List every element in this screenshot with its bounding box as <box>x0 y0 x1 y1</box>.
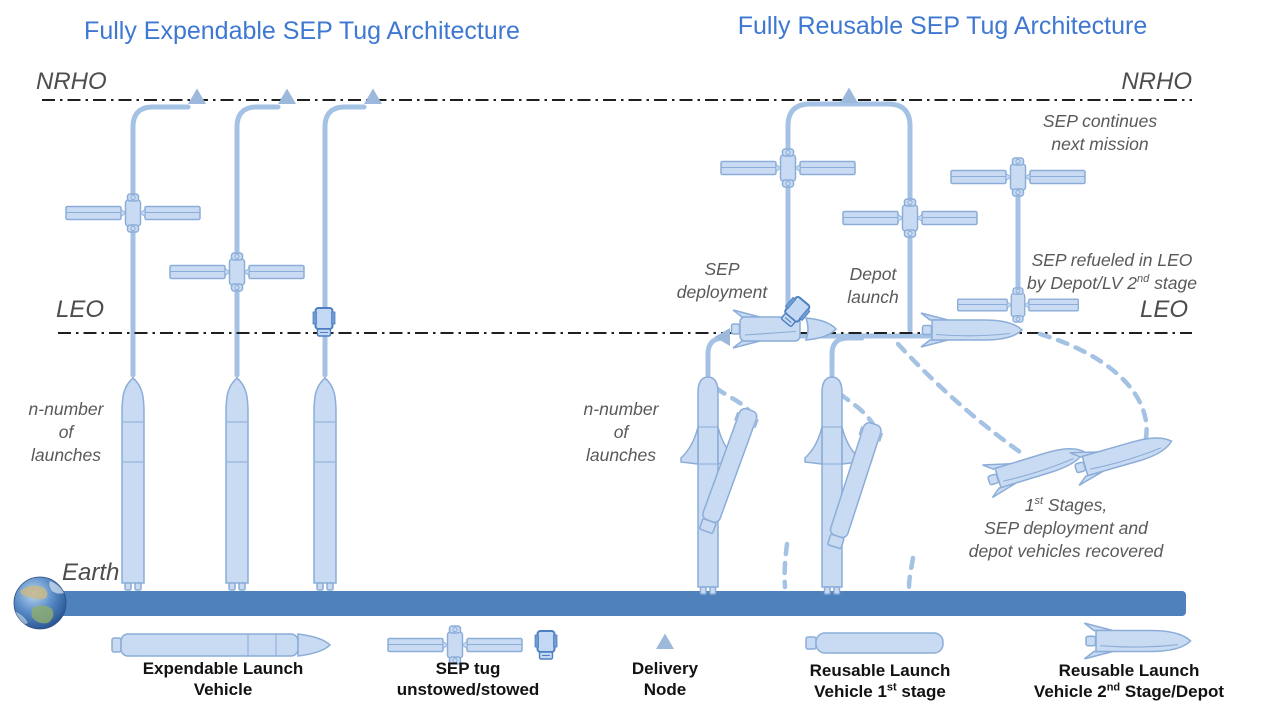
leo-insertion-arrow <box>714 328 730 346</box>
legend-label-reusable-second-stage: Reusable Launch Vehicle 2nd Stage/Depot <box>1013 660 1245 702</box>
legend-delivery-node-icon <box>656 633 674 649</box>
depot-launch-note: Depot launch <box>813 263 933 309</box>
note-line: depot vehicles recovered <box>968 541 1164 561</box>
note-line: SEP <box>704 259 740 279</box>
legend-line: Reusable Launch <box>809 661 951 680</box>
trajectory-expendable-2 <box>234 104 281 378</box>
legend-line: unstowed/stowed <box>396 680 540 699</box>
legend-line: stage <box>896 682 946 701</box>
recovered-note: 1st Stages, SEP deployment and depot veh… <box>946 494 1186 563</box>
recovery-arc-booster-2 <box>837 391 877 429</box>
sep-tug-unstowed-icon <box>65 193 201 233</box>
legend-reusable-first-stage-icon <box>805 632 944 654</box>
legend-line: Stage/Depot <box>1120 682 1225 701</box>
sep-deployment-note: SEP deployment <box>652 258 792 304</box>
left-diagram-title: Fully Expendable SEP Tug Architecture <box>84 17 520 45</box>
legend-label-delivery-node: Delivery Node <box>575 658 755 700</box>
earth-globe <box>13 576 67 630</box>
legend-line: Vehicle <box>193 680 253 699</box>
legend-expendable-lv-icon <box>111 633 332 657</box>
legend-label-sep-tug: SEP tug unstowed/stowed <box>368 658 568 700</box>
legend-line: Reusable Launch <box>1058 661 1200 680</box>
note-line: n-number <box>28 399 104 419</box>
note-line: SEP continues <box>1042 111 1158 131</box>
delivery-node-icon <box>840 87 858 103</box>
earth-bar <box>55 591 1186 616</box>
legend-label-expendable-lv: Expendable Launch Vehicle <box>123 658 323 700</box>
expendable-launch-vehicle-2 <box>225 377 249 591</box>
recovered-second-stage-1 <box>981 434 1090 499</box>
legend-reusable-second-stage-icon <box>1083 622 1192 660</box>
sep-refueled-note: SEP refueled in LEO by Depot/LV 2nd stag… <box>1007 249 1217 295</box>
depot-vehicle <box>920 312 1023 348</box>
trajectory-expendable-1 <box>130 104 191 378</box>
right-diagram-title: Fully Reusable SEP Tug Architecture <box>737 12 1148 40</box>
note-line: 1 <box>1024 495 1035 515</box>
sep-continues-note: SEP continues next mission <box>1019 110 1181 156</box>
legend-superscript: nd <box>1106 681 1121 694</box>
expendable-launch-vehicle-3 <box>313 377 337 591</box>
sep-deployment-vehicle <box>730 309 801 349</box>
sep-tug-next-mission-icon <box>950 157 1086 197</box>
legend-line: Vehicle 1 <box>814 682 887 701</box>
sep-tug-unstowed-icon <box>842 198 978 238</box>
note-line: launch <box>847 287 899 307</box>
leo-label-left: LEO <box>56 296 105 323</box>
note-line: next mission <box>1051 134 1149 154</box>
sep-tug-stowed-icon <box>312 307 336 337</box>
nrho-label-left: NRHO <box>36 68 107 95</box>
note-line: launches <box>585 445 657 465</box>
note-line: Depot <box>849 264 897 284</box>
trajectory-nrho-loop <box>785 101 913 333</box>
nrho-label-right: NRHO <box>1121 68 1192 95</box>
delivery-node-icon <box>188 88 206 104</box>
legend-sep-tug-stowed-icon <box>534 630 558 660</box>
note-line: SEP deployment and <box>984 518 1148 538</box>
legend-superscript: st <box>886 681 897 694</box>
trajectory-expendable-3 <box>322 104 367 378</box>
note-superscript: nd <box>1137 273 1150 286</box>
n-launches-note-left: n-number of launches <box>5 398 127 467</box>
sep-tug-unstowed-icon <box>169 252 305 292</box>
legend-label-reusable-first-stage: Reusable Launch Vehicle 1st stage <box>770 660 990 702</box>
legend-line: Vehicle 2 <box>1033 682 1107 701</box>
note-line: stage <box>1149 273 1197 293</box>
legend-line: Node <box>643 680 687 699</box>
legend-line: Delivery <box>631 659 699 678</box>
trajectory-reusable-launch-1 <box>705 335 727 378</box>
recovered-second-stage-2 <box>1068 424 1177 487</box>
sep-tug-unstowed-icon <box>720 148 856 188</box>
note-line: launches <box>30 445 102 465</box>
note-superscript: st <box>1034 495 1044 508</box>
recovery-arc-deploy-vehicle <box>895 341 1023 455</box>
recovery-arc-booster-1-descent <box>782 541 790 590</box>
n-launches-note-right: n-number of launches <box>560 398 682 467</box>
delivery-node-icon <box>278 88 296 104</box>
note-line: deployment <box>676 282 768 302</box>
note-line: SEP refueled in LEO <box>1031 250 1193 270</box>
earth-label: Earth <box>62 559 120 586</box>
recovery-arc-depot-vehicle <box>1037 331 1149 441</box>
legend-line: SEP tug <box>435 659 501 678</box>
note-line: of <box>613 422 629 442</box>
note-line: n-number <box>583 399 659 419</box>
leo-label-right: LEO <box>1139 296 1188 323</box>
note-line: Stages, <box>1043 495 1108 515</box>
legend-line: Expendable Launch <box>142 659 304 678</box>
recovery-arc-booster-2-descent <box>906 555 916 591</box>
note-line: of <box>58 422 74 442</box>
note-line: by Depot/LV 2 <box>1027 273 1137 293</box>
trajectory-reusable-launch-2 <box>829 335 865 378</box>
delivery-node-icon <box>364 88 382 104</box>
